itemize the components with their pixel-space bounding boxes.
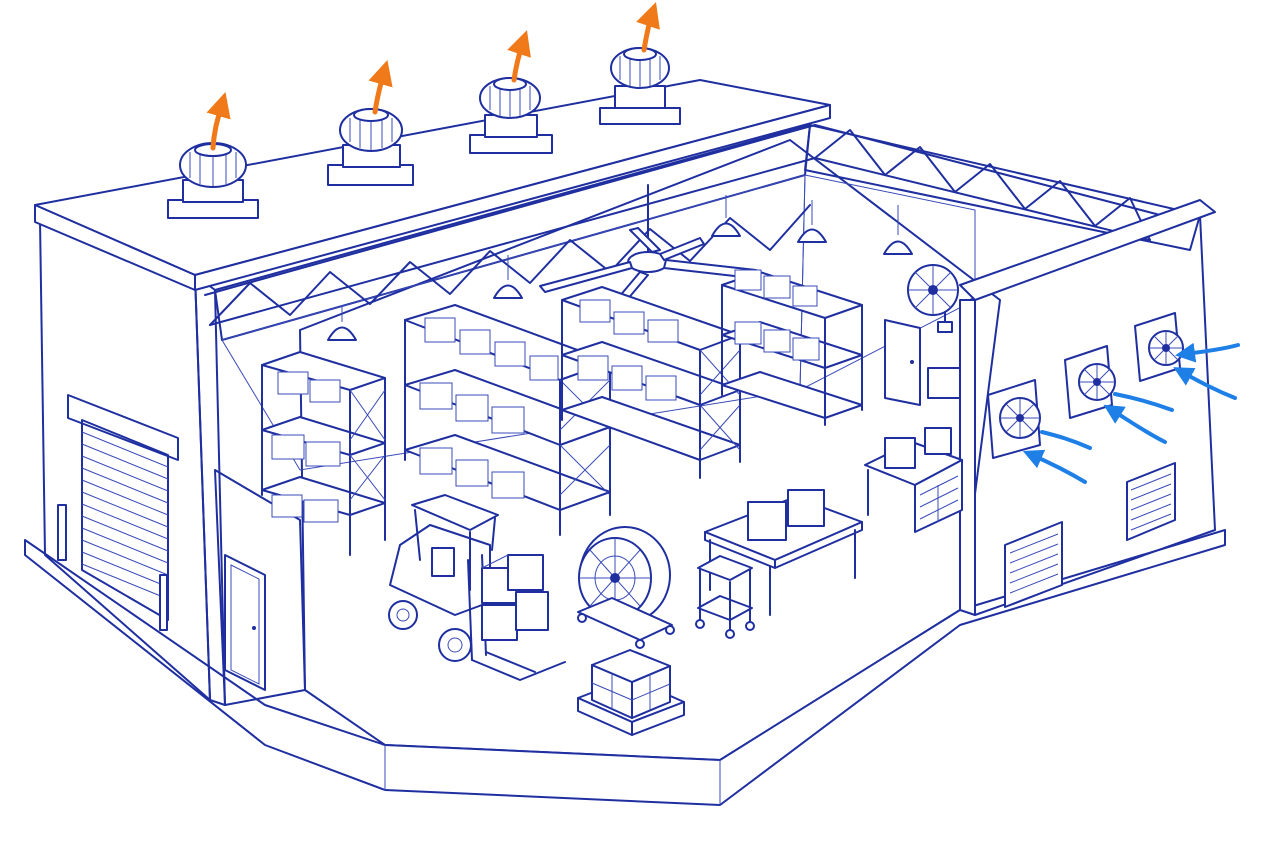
- storage-rack: [721, 269, 863, 426]
- pendant-light: [797, 200, 827, 243]
- pallet-boxes: [577, 649, 685, 736]
- roof-truss: [204, 124, 1161, 326]
- pendant-light: [711, 195, 741, 237]
- roof-turbine-vent: [167, 142, 259, 219]
- roll-up-door: [57, 394, 179, 631]
- exhaust-airflow-arrow: [206, 2, 660, 151]
- wall-exhaust-fan: [987, 379, 1041, 459]
- roof-turbine-vent: [599, 47, 681, 125]
- forklift: [388, 494, 566, 681]
- pendant-light: [883, 205, 913, 255]
- intake-airflow-arrow: [1022, 342, 1240, 484]
- drum-floor-fan: [577, 526, 675, 649]
- roof: [34, 79, 831, 291]
- storage-rack: [404, 304, 611, 536]
- workbench-drawers: [864, 367, 963, 533]
- louver-vent: [1004, 521, 1063, 608]
- side-door: [224, 554, 266, 691]
- roof-turbine-vent: [469, 77, 553, 154]
- utility-cart: [695, 555, 755, 639]
- warehouse-floor: [24, 139, 1226, 806]
- storage-rack: [561, 286, 741, 479]
- work-table: [704, 489, 863, 616]
- louver-vent: [1126, 462, 1176, 541]
- interior-door: [884, 319, 921, 406]
- right-exterior-wall: [959, 199, 1216, 616]
- ceiling-fan: [539, 184, 757, 314]
- wall-exhaust-fan: [1064, 345, 1116, 419]
- storage-rack: [261, 351, 386, 556]
- pendant-light: [327, 305, 357, 341]
- wall-exhaust-fan: [1134, 312, 1184, 382]
- pendant-light: [493, 255, 523, 299]
- roof-turbine-vent: [327, 108, 414, 186]
- wall-mounted-fan: [907, 264, 959, 333]
